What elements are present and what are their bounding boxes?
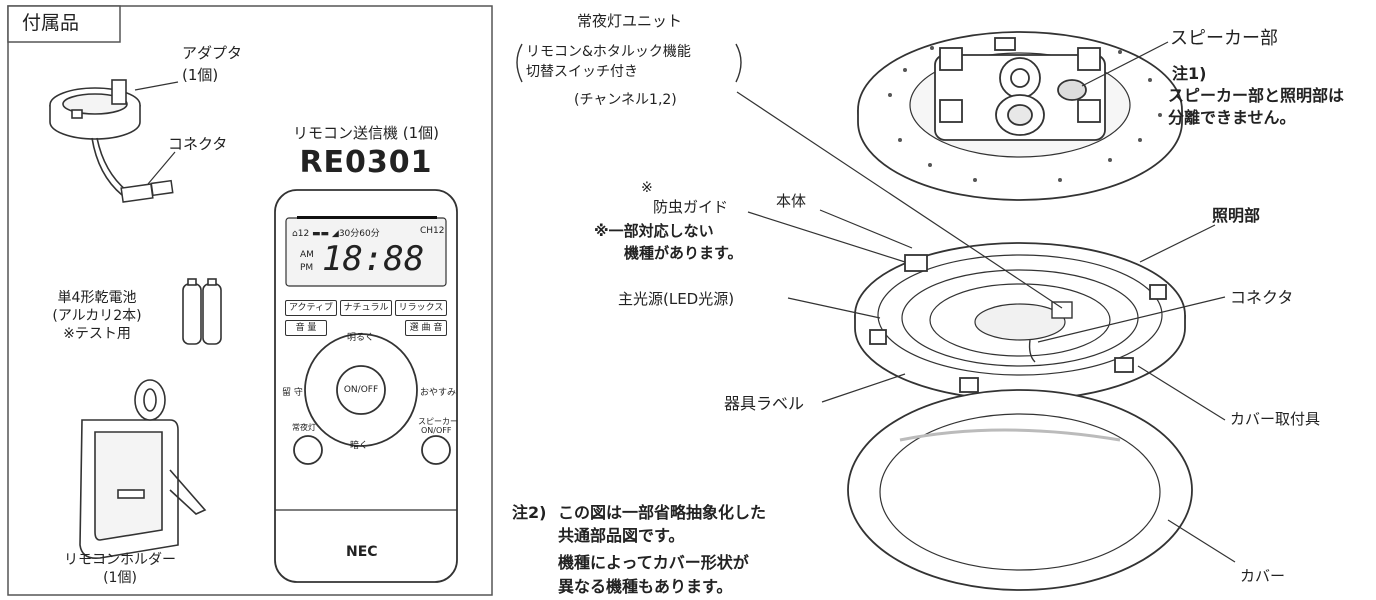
sleep-label[interactable]: おやすみ xyxy=(420,388,457,398)
remote-lcd-am: AM xyxy=(300,250,314,260)
battery-line2: (アルカリ2本) xyxy=(52,308,142,324)
relax-button[interactable]: リラックス xyxy=(395,300,447,316)
note1-line1: スピーカー部と照明部は xyxy=(1168,86,1345,105)
remote-lcd-ch: CH12 xyxy=(420,226,445,236)
cover-label: カバー xyxy=(1240,567,1286,585)
speaker-onoff-label[interactable]: ON/OFF xyxy=(421,426,452,435)
accessories-frame xyxy=(7,5,493,596)
note2-line3: 機種によってカバー形状が xyxy=(558,553,749,572)
battery-drawing xyxy=(182,278,222,345)
remote-lcd-pm: PM xyxy=(300,263,314,273)
brighter-label[interactable]: 明るく xyxy=(347,333,375,343)
remote-brand: NEC xyxy=(346,544,378,560)
adapter-drawing xyxy=(49,79,141,196)
cover-mount-label: カバー取付具 xyxy=(1230,410,1321,428)
bug-note2: 機種があります。 xyxy=(624,244,743,262)
nightlight-unit-label: 常夜灯ユニット xyxy=(577,12,683,30)
speaker-part-label: スピーカー部 xyxy=(1170,28,1278,49)
remote-drawing xyxy=(274,189,458,583)
volume-button[interactable]: 音 量 xyxy=(285,320,327,336)
device-label-label: 器具ラベル xyxy=(724,394,805,413)
connector-label: コネクタ xyxy=(168,135,228,153)
nightlight-note2: 切替スイッチ付き xyxy=(526,64,638,80)
nightlight-note1: リモコン&ホタルック機能 xyxy=(526,44,691,60)
body-label: 本体 xyxy=(776,192,807,210)
away-label[interactable]: 留 守 xyxy=(282,388,303,398)
connector-part-label: コネクタ xyxy=(1230,288,1294,307)
active-button[interactable]: アクティブ xyxy=(285,300,337,316)
speaker-button-label[interactable]: スピーカー xyxy=(418,417,458,426)
holder-qty: (1個) xyxy=(103,570,137,586)
bracket-right xyxy=(735,43,742,83)
remote-lcd-top: ⌂12 ▬▬ ◢30分60分 xyxy=(292,229,380,239)
note1-line2: 分離できません。 xyxy=(1168,108,1296,127)
note2-title: 注2) xyxy=(512,503,547,522)
note1-title: 注1) xyxy=(1172,64,1207,83)
connector-plug-drawing xyxy=(120,179,174,203)
holder-drawing xyxy=(79,379,207,560)
cover-drawing xyxy=(847,389,1193,591)
leader-lines xyxy=(134,41,1236,563)
note2-line1: この図は一部省略抽象化した xyxy=(558,503,767,522)
speaker-part-drawing xyxy=(857,31,1183,201)
bug-guide-label: 防虫ガイド xyxy=(653,198,729,216)
adapter-qty: (1個) xyxy=(182,66,219,84)
nightlight-channel: (チャンネル1,2) xyxy=(574,92,677,108)
accessories-title-box xyxy=(7,5,121,43)
bracket-left xyxy=(516,43,523,83)
remote-model: RE0301 xyxy=(299,145,433,180)
darker-label[interactable]: 暗く xyxy=(350,441,369,451)
select-sound-button[interactable]: 選 曲 音 xyxy=(405,320,447,336)
adapter-label: アダプタ xyxy=(182,44,243,62)
bug-guide-mark: ※ xyxy=(641,180,653,196)
natural-button[interactable]: ナチュラル xyxy=(340,300,392,316)
holder-label: リモコンホルダー xyxy=(64,552,176,568)
remote-caption: リモコン送信機 (1個) xyxy=(292,124,440,142)
main-light-label: 主光源(LED光源) xyxy=(618,290,735,308)
battery-line1: 単4形乾電池 xyxy=(57,290,137,306)
note2-line4: 異なる機種もあります。 xyxy=(558,577,733,596)
speaker-dots xyxy=(888,46,1162,182)
nightlight-button-label[interactable]: 常夜灯 xyxy=(292,423,316,432)
battery-line3: ※テスト用 xyxy=(63,326,131,342)
accessories-title: 付属品 xyxy=(22,12,80,34)
lighting-part-drawing xyxy=(854,242,1186,401)
note2-line2: 共通部品図です。 xyxy=(558,526,685,545)
bug-note1: ※一部対応しない xyxy=(594,222,714,240)
remote-lcd-time: 18:88 xyxy=(322,239,425,279)
onoff-button[interactable]: ON/OFF xyxy=(343,385,379,395)
lighting-part-label: 照明部 xyxy=(1212,206,1261,225)
